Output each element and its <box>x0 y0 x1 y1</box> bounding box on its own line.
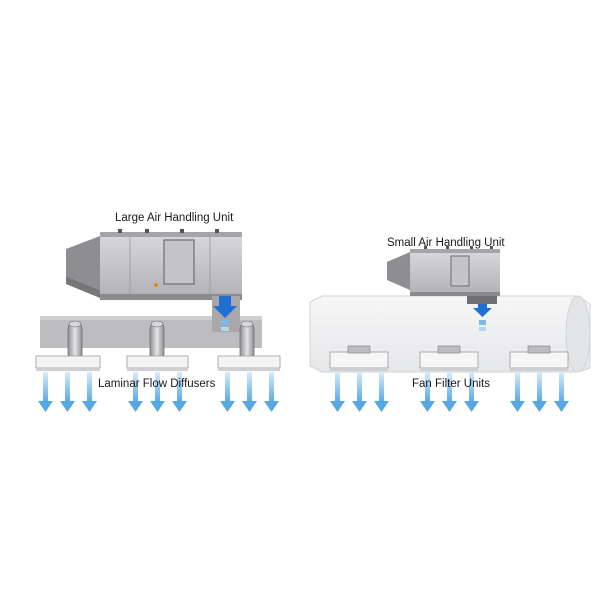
large-air-handling-unit <box>66 229 242 332</box>
arrow-down-icon <box>352 372 367 412</box>
arrow-down-icon <box>554 372 569 412</box>
small-ahu-label: Small Air Handling Unit <box>387 237 505 249</box>
arrow-down-icon <box>420 372 435 412</box>
fan-filter-units <box>329 345 569 371</box>
fan-filter-unit <box>509 345 569 371</box>
arrow-down-icon <box>82 372 97 412</box>
large-ahu-label: Large Air Handling Unit <box>115 212 234 224</box>
arrow-down-icon <box>172 372 187 412</box>
flex-connectors <box>67 320 255 359</box>
airflow-arrows-left <box>38 372 279 412</box>
arrow-down-icon <box>220 372 235 412</box>
airflow-arrows-right <box>330 372 569 412</box>
arrow-down-icon <box>60 372 75 412</box>
fan-filter-unit <box>329 345 389 371</box>
arrow-down-icon <box>150 372 165 412</box>
arrow-down-icon <box>532 372 547 412</box>
arrow-down-icon <box>330 372 345 412</box>
supply-air-arrow <box>213 296 237 331</box>
arrow-down-icon <box>242 372 257 412</box>
arrow-down-icon <box>264 372 279 412</box>
arrow-down-icon <box>464 372 479 412</box>
arrow-down-icon <box>510 372 525 412</box>
supply-air-arrow-right <box>473 304 492 331</box>
fan-filter-units-label: Fan Filter Units <box>412 378 490 390</box>
fan-filter-unit <box>419 345 479 371</box>
small-air-handling-system <box>309 246 591 412</box>
laminar-flow-diffusers-label: Laminar Flow Diffusers <box>98 378 216 390</box>
small-air-handling-unit <box>387 246 500 304</box>
arrow-down-icon <box>38 372 53 412</box>
laminar-flow-diffusers <box>35 355 281 371</box>
status-light <box>154 283 158 287</box>
arrow-down-icon <box>374 372 389 412</box>
arrow-down-icon <box>128 372 143 412</box>
large-air-handling-system <box>35 229 281 412</box>
arrow-down-icon <box>442 372 457 412</box>
